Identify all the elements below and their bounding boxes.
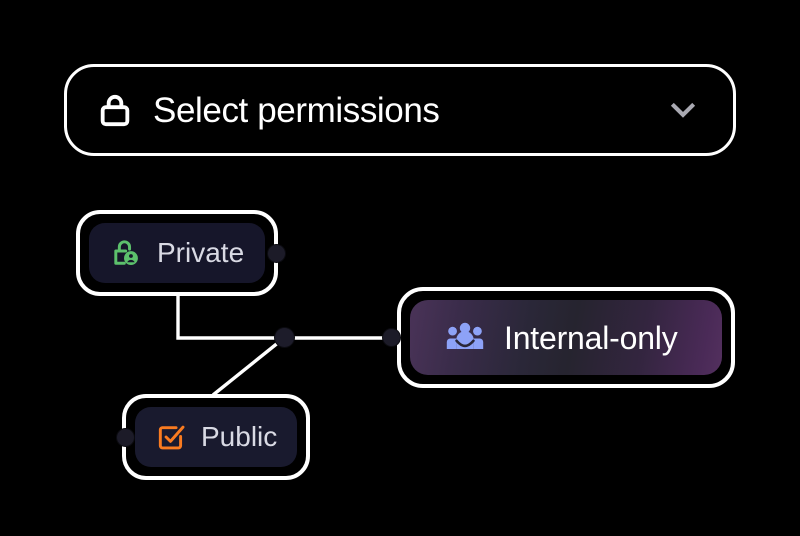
node-internal-only[interactable]: Internal-only: [397, 287, 735, 388]
permissions-select[interactable]: Select permissions: [64, 64, 736, 156]
node-private-label: Private: [157, 237, 245, 268]
node-internal-only-label: Internal-only: [504, 319, 678, 356]
check-box-icon: [155, 421, 187, 453]
lock-person-icon: [109, 236, 143, 270]
node-public-body: Public: [135, 407, 297, 467]
edge-junction-handle[interactable]: [275, 328, 294, 347]
chevron-down-icon[interactable]: [663, 90, 703, 130]
permissions-select-label: Select permissions: [153, 90, 440, 130]
node-private[interactable]: Private: [76, 210, 278, 296]
port-public-input[interactable]: [117, 429, 134, 446]
port-private-output[interactable]: [268, 245, 285, 262]
lock-icon: [93, 88, 137, 132]
port-internal-only-input[interactable]: [383, 329, 400, 346]
node-internal-only-body: Internal-only: [410, 300, 722, 375]
node-public[interactable]: Public: [122, 394, 310, 480]
node-public-label: Public: [201, 421, 278, 452]
node-private-body: Private: [89, 223, 265, 283]
groups-people-icon: [444, 317, 486, 359]
edge-public-to-junction: [211, 336, 286, 397]
edge-private-to-junction: [176, 296, 284, 340]
